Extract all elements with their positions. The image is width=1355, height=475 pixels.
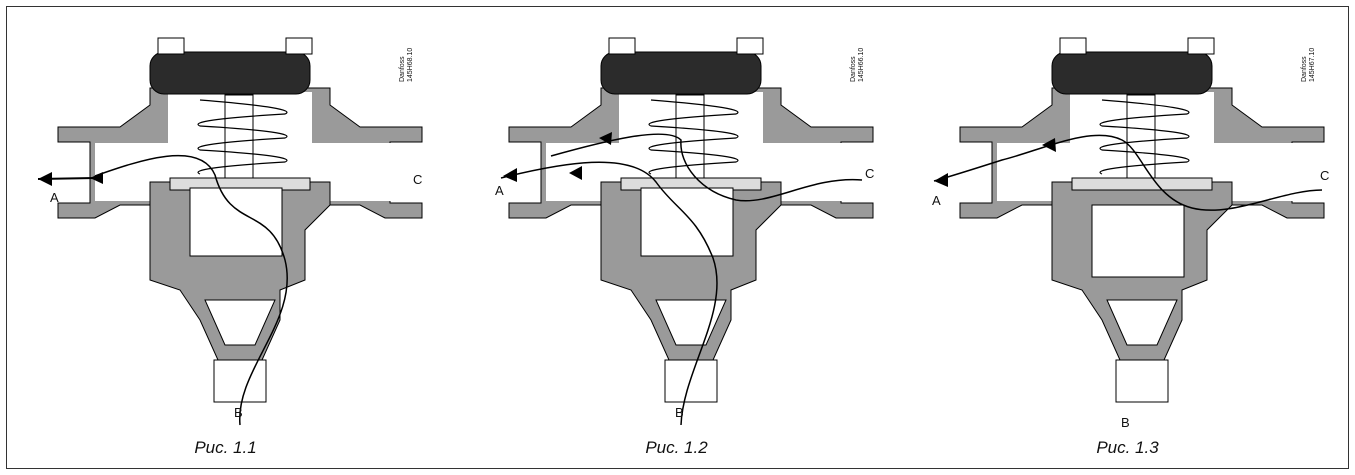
- valve-figure-2: A B C Danfoss 145H66.10 Рис. 1.2: [451, 0, 902, 475]
- flow-path-2: [500, 132, 863, 426]
- figure-caption: Рис. 1.3: [1096, 438, 1159, 457]
- arrow-head-icon: [569, 166, 582, 180]
- valve-body-1: [57, 37, 423, 403]
- stem: [1126, 94, 1156, 179]
- arrow-head-icon: [503, 168, 517, 182]
- bolt-left: [157, 37, 185, 55]
- arrow-head-icon: [599, 132, 612, 145]
- bolt-right: [1187, 37, 1215, 55]
- lower-channel: [655, 299, 727, 346]
- bolt-left: [608, 37, 636, 55]
- handwheel: [149, 51, 311, 95]
- valve-drawing-2: [500, 37, 874, 426]
- valve-figure-1: A B C Danfoss 145H68.10 Рис. 1.1: [0, 0, 451, 475]
- arrow-head-icon: [934, 173, 948, 187]
- drawing-code: Danfoss 145H68.10: [399, 47, 414, 82]
- port-label-c: C: [1320, 168, 1330, 183]
- arrow-head-icon: [90, 172, 103, 184]
- bolt-right: [285, 37, 313, 55]
- bolt-left: [1059, 37, 1087, 55]
- flow-path-3: [933, 134, 1323, 211]
- lower-channel: [204, 299, 276, 346]
- upper-chamber: [1070, 92, 1214, 182]
- piston: [640, 187, 734, 257]
- drawing-code: Danfoss 145H67.10: [1301, 47, 1316, 82]
- spring: [197, 99, 288, 175]
- handwheel: [1051, 51, 1213, 95]
- lower-channel: [1106, 299, 1178, 346]
- stem: [224, 94, 254, 179]
- handwheel: [600, 51, 762, 95]
- piston: [1091, 204, 1185, 278]
- figure-caption: Рис. 1.2: [645, 438, 708, 457]
- port-label-a: A: [50, 190, 59, 205]
- figure-caption: Рис. 1.1: [194, 438, 257, 457]
- flow-path-1: [37, 154, 288, 426]
- port-label-b: B: [675, 405, 684, 420]
- spring: [1099, 99, 1190, 175]
- figure-frame: [6, 6, 1349, 469]
- valve-body-2: [508, 37, 874, 403]
- arrow-head-icon: [1042, 138, 1056, 152]
- port-label-c: C: [865, 166, 875, 181]
- outlet-b: [213, 359, 267, 403]
- outlet-b: [1115, 359, 1169, 403]
- drawing-code: Danfoss 145H66.10: [850, 47, 865, 82]
- valve-drawing-3: [933, 37, 1325, 403]
- valve-body-3: [959, 37, 1325, 403]
- valve-figure-3: A B C Danfoss 145H67.10 Рис. 1.3: [902, 0, 1353, 475]
- arrow-head-icon: [38, 172, 52, 186]
- valve-seat: [1071, 177, 1213, 191]
- valve-drawing-1: [37, 37, 423, 426]
- outlet-b: [664, 359, 718, 403]
- port-label-a: A: [932, 193, 941, 208]
- port-label-b: B: [234, 405, 243, 420]
- bolt-right: [736, 37, 764, 55]
- piston: [189, 187, 283, 257]
- port-label-c: C: [413, 172, 423, 187]
- upper-chamber: [619, 92, 763, 182]
- port-label-b: B: [1121, 415, 1130, 430]
- upper-chamber: [168, 92, 312, 182]
- port-label-a: A: [495, 183, 504, 198]
- spring: [648, 99, 739, 175]
